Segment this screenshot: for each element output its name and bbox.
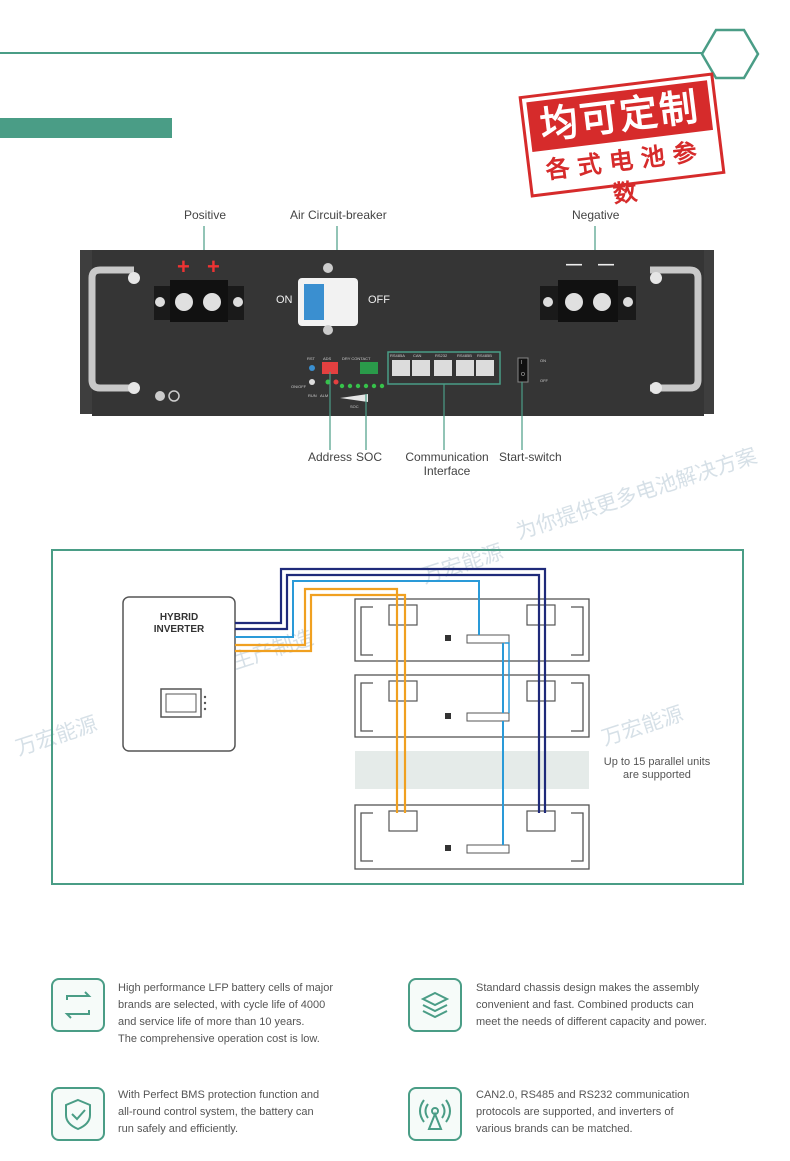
- layers-icon: [420, 991, 450, 1019]
- section-accent-bar: [0, 118, 172, 138]
- port-label-rs485b-2: RS485B: [477, 353, 492, 358]
- shield-check-icon: [65, 1098, 91, 1131]
- rst-label: RST: [307, 356, 315, 361]
- adds-label: ADS: [323, 356, 332, 361]
- hexagon-icon: [700, 28, 760, 80]
- port-label-rs485b-1: RS485B: [457, 353, 472, 358]
- alm-label: ALM: [320, 393, 329, 398]
- minus-sign-1: —: [566, 256, 582, 273]
- cycle-arrows-icon: [64, 991, 92, 1019]
- switch-i-mark: I: [521, 360, 523, 366]
- parallel-note-line1: Up to 15 parallel units: [603, 756, 711, 768]
- label-communication: Communication Interface: [404, 450, 490, 478]
- signal-tower-icon: [419, 1099, 451, 1130]
- label-positive: Positive: [184, 208, 227, 222]
- feature-2-line-2: convenient and fast. Combined products c…: [476, 999, 694, 1011]
- feature-text-3: With Perfect BMS protection function and…: [118, 1087, 373, 1138]
- port-label-rs485a: RS485A: [390, 353, 405, 358]
- switch-on-label: ON: [540, 358, 546, 363]
- feature-1-line-2: brands are selected, with cycle life of …: [118, 999, 326, 1011]
- feature-2-line-3: meet the needs of different capacity and…: [476, 1016, 707, 1028]
- battery-front-panel: [80, 226, 714, 450]
- label-soc: SOC: [356, 450, 383, 464]
- header-rule: [0, 52, 706, 54]
- inverter-label-line1: HYBRID: [159, 612, 199, 623]
- feature-4-line-1: CAN2.0, RS485 and RS232 communication: [476, 1089, 690, 1101]
- feature-4-line-2: protocols are supported, and inverters o…: [476, 1106, 674, 1118]
- port-label-rs232: RS232: [435, 353, 448, 358]
- battery-module-2: [354, 674, 590, 738]
- feature-1-line-3: and service life of more than 10 years.: [118, 1016, 305, 1028]
- feature-text-2: Standard chassis design makes the assemb…: [476, 980, 738, 1031]
- feature-icon-box-2: [408, 978, 462, 1032]
- label-address: Address: [308, 450, 353, 464]
- parallel-wiring-diagram: [51, 549, 744, 885]
- plus-sign-1: +: [177, 254, 190, 279]
- feature-3-line-2: all-round control system, the battery ca…: [118, 1106, 314, 1118]
- parallel-note-line2: are supported: [623, 769, 691, 781]
- feature-icon-box-3: [51, 1087, 105, 1141]
- label-negative: Negative: [572, 208, 620, 222]
- switch-off-label: OFF: [540, 378, 548, 383]
- run-label: RUN: [308, 393, 317, 398]
- wiring-diagram-graphic: [122, 567, 590, 870]
- breaker-on-text: ON: [276, 294, 293, 306]
- battery-module-1: [354, 598, 590, 662]
- parallel-units-note: Up to 15 parallel units are supported: [596, 756, 718, 782]
- feature-icon-box-4: [408, 1087, 462, 1141]
- feature-1-line-4: The comprehensive operation cost is low.: [118, 1033, 320, 1045]
- switch-o-mark: O: [521, 372, 525, 378]
- feature-3-line-1: With Perfect BMS protection function and: [118, 1089, 320, 1101]
- inverter-label-line2: INVERTER: [153, 624, 205, 635]
- soc-led-label: SOC: [350, 404, 359, 409]
- breaker-off-text: OFF: [368, 294, 390, 306]
- onoff-label: ON/OFF: [291, 384, 307, 389]
- battery-module-3: [354, 804, 590, 870]
- dry-contact-label: DRY CONTACT: [342, 356, 371, 361]
- feature-text-1: High performance LFP battery cells of ma…: [118, 980, 373, 1048]
- label-start-switch: Start-switch: [499, 450, 562, 464]
- customizable-stamp: 均可定制 各式电池参数: [518, 72, 726, 208]
- port-label-can: CAN: [413, 353, 422, 358]
- feature-icon-box-1: [51, 978, 105, 1032]
- feature-4-line-3: various brands can be matched.: [476, 1123, 633, 1135]
- feature-text-4: CAN2.0, RS485 and RS232 communication pr…: [476, 1087, 731, 1138]
- plus-sign-2: +: [207, 254, 220, 279]
- feature-1-line-1: High performance LFP battery cells of ma…: [118, 982, 333, 994]
- inverter-label: HYBRID INVERTER: [123, 612, 235, 636]
- feature-2-line-1: Standard chassis design makes the assemb…: [476, 982, 700, 994]
- label-communication-line1: Communication: [405, 450, 489, 464]
- feature-3-line-3: run safely and efficiently.: [118, 1123, 239, 1135]
- label-air-breaker: Air Circuit-breaker: [290, 208, 387, 222]
- minus-sign-2: —: [598, 256, 614, 273]
- label-communication-line2: Interface: [423, 464, 471, 478]
